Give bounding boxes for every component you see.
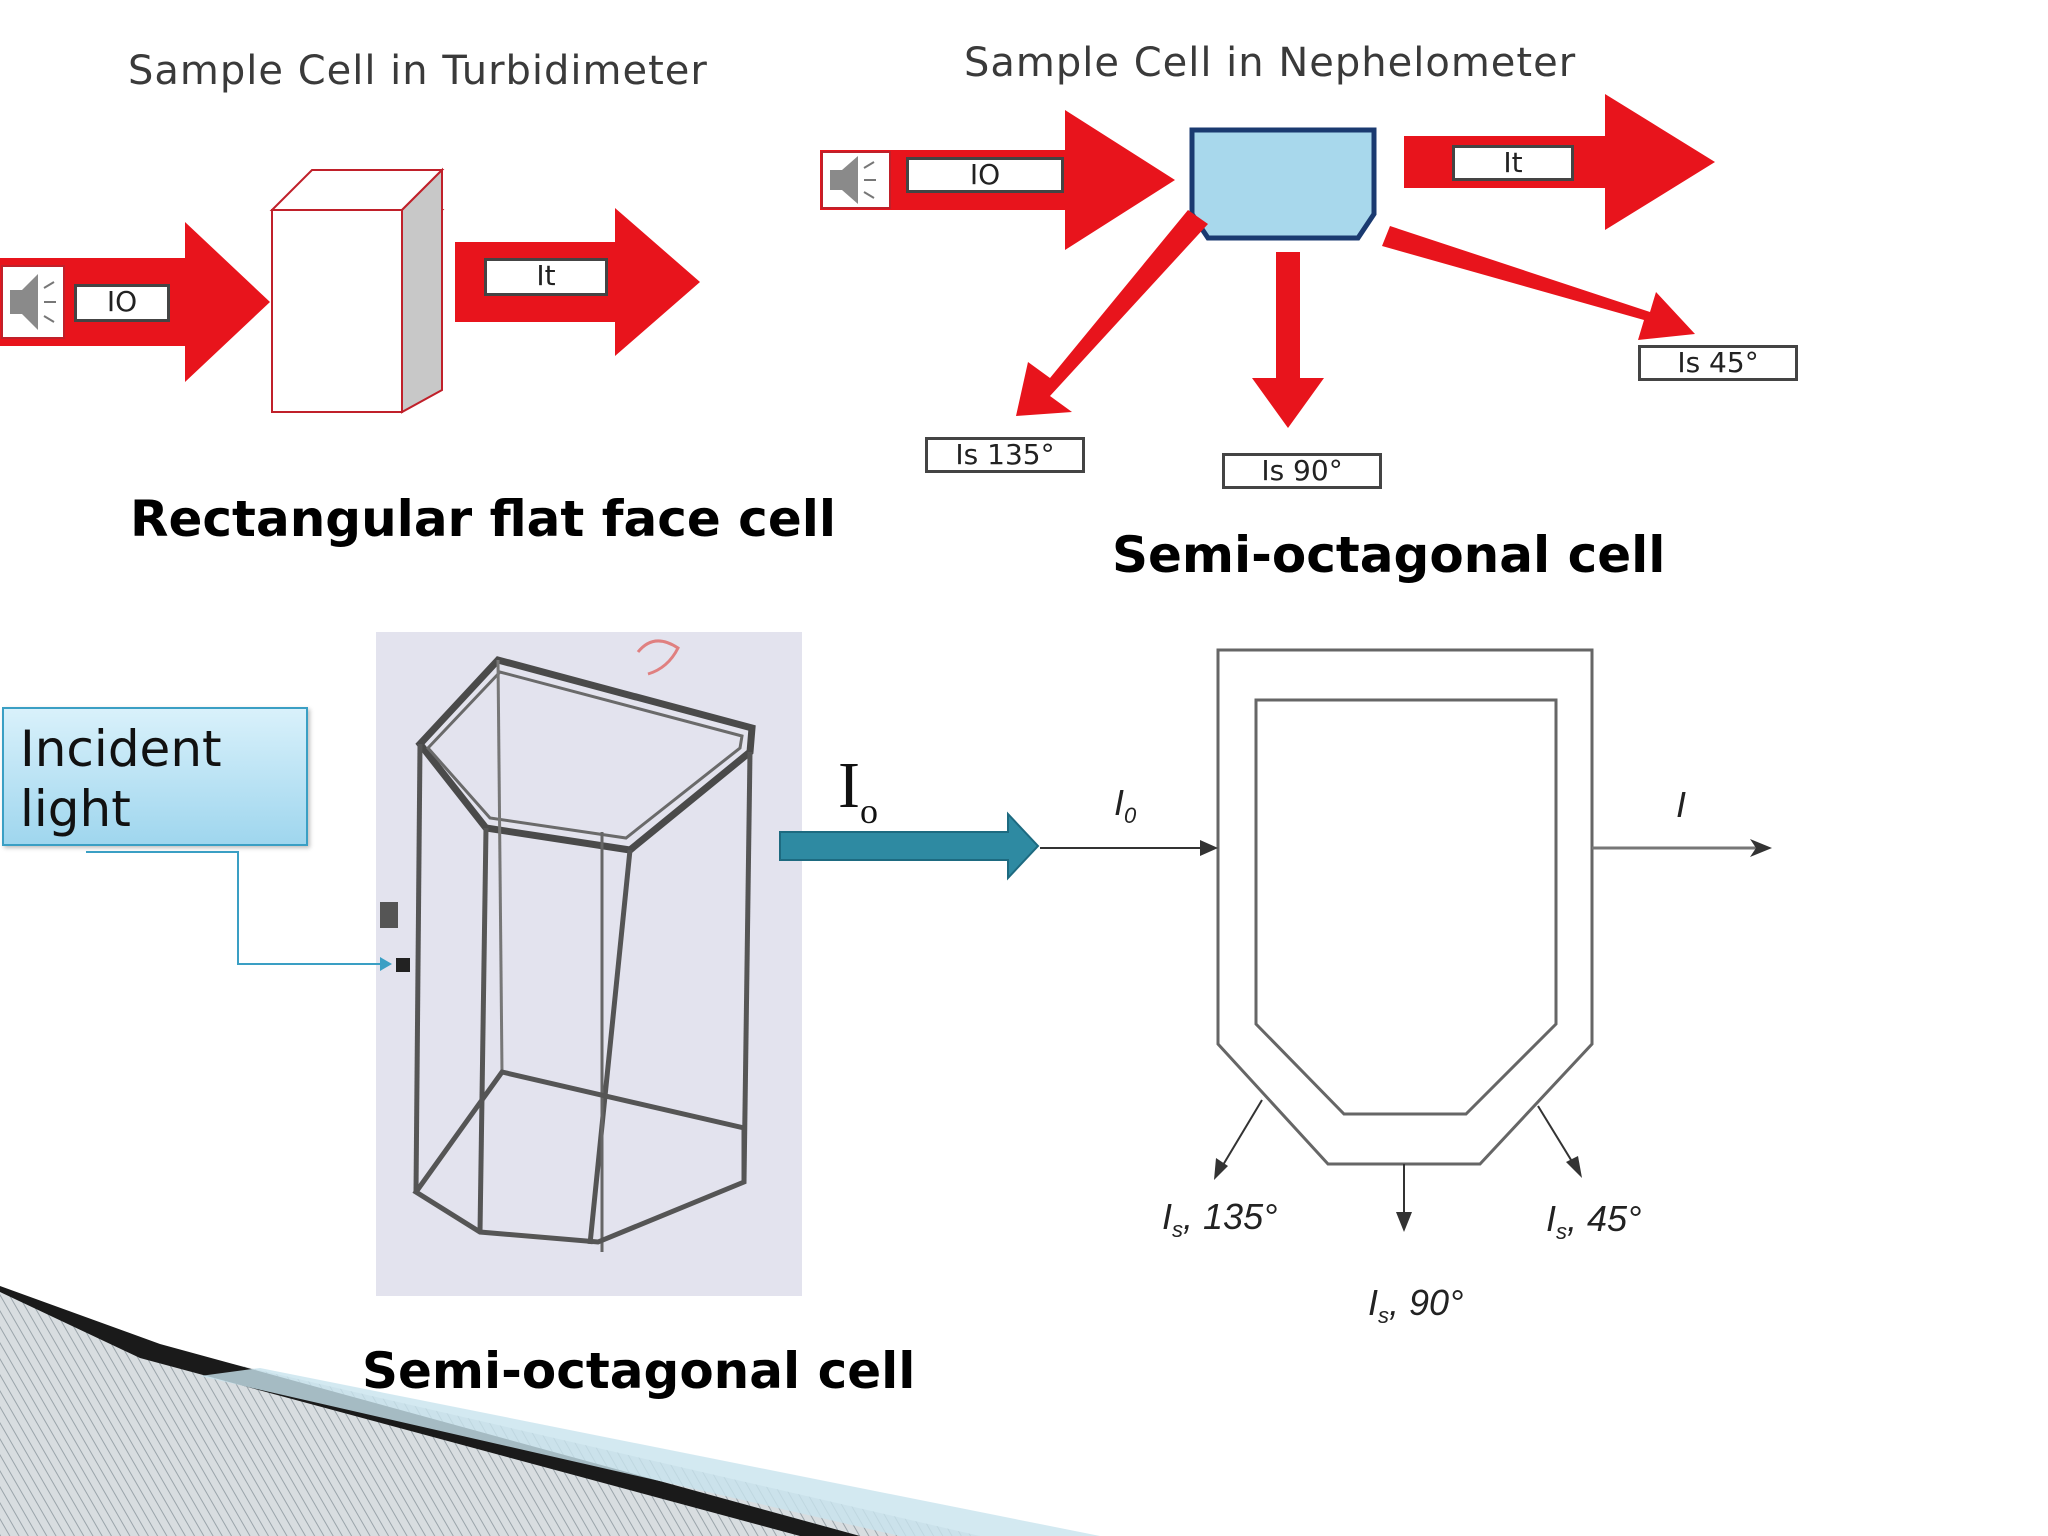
scatter-135-arrowhead bbox=[1214, 1158, 1228, 1180]
incident-arrowhead bbox=[1200, 840, 1218, 856]
neph-scatter-90-label: Is 90° bbox=[1222, 453, 1382, 489]
schematic-outer-cell bbox=[1216, 648, 1594, 1166]
turbidimeter-caption: Rectangular flat face cell bbox=[130, 490, 837, 548]
neph-speaker-icon bbox=[821, 151, 891, 209]
teal-arrow bbox=[779, 811, 1040, 881]
scatter-90-arrow bbox=[1252, 252, 1324, 428]
scatter-90-arrowhead bbox=[1396, 1212, 1412, 1232]
schematic-45-label: Is, 45° bbox=[1546, 1198, 1642, 1245]
schematic-135-label: Is, 135° bbox=[1162, 1196, 1278, 1243]
cell-photo bbox=[376, 632, 802, 1296]
incident-light-callout: Incident light bbox=[2, 707, 308, 846]
neph-cell bbox=[1189, 127, 1377, 241]
cell-sketch bbox=[380, 639, 756, 1252]
nephelometer-title: Sample Cell in Nephelometer bbox=[964, 40, 1577, 86]
neph-transmitted-label: It bbox=[1452, 145, 1574, 181]
schematic-inner-cell bbox=[1254, 698, 1558, 1116]
scatter-45-arrow bbox=[1382, 226, 1695, 340]
callout-connector bbox=[86, 851, 392, 971]
io-label: Io bbox=[838, 749, 878, 831]
photo-caption: Semi-octagonal cell bbox=[362, 1342, 916, 1400]
neph-incident-label: IO bbox=[906, 157, 1064, 193]
scatter-135-arrow bbox=[1016, 210, 1208, 416]
turbidimeter-diagram bbox=[0, 167, 700, 414]
schematic-diagram bbox=[1040, 648, 1772, 1200]
rectangular-cell bbox=[269, 167, 445, 414]
nephelometer-caption: Semi-octagonal cell bbox=[1112, 526, 1666, 584]
neph-scatter-45-label: Is 45° bbox=[1638, 345, 1798, 381]
schematic-90-label: Is, 90° bbox=[1368, 1282, 1464, 1329]
schematic-incident-label: I0 bbox=[1114, 782, 1137, 829]
transmitted-arrowhead bbox=[1750, 839, 1772, 857]
turb-incident-label: IO bbox=[74, 284, 170, 322]
neph-scatter-135-label: Is 135° bbox=[925, 437, 1085, 473]
scatter-45-arrowhead bbox=[1566, 1156, 1582, 1178]
schematic-transmitted-label: I bbox=[1676, 784, 1687, 825]
scatter-90-arrowhead-svg bbox=[1396, 1196, 1412, 1232]
turb-transmitted-label: It bbox=[484, 258, 608, 296]
turbidimeter-title: Sample Cell in Turbidimeter bbox=[128, 48, 708, 94]
speaker-icon bbox=[1, 265, 65, 339]
decorative-wedge bbox=[0, 1286, 1100, 1536]
